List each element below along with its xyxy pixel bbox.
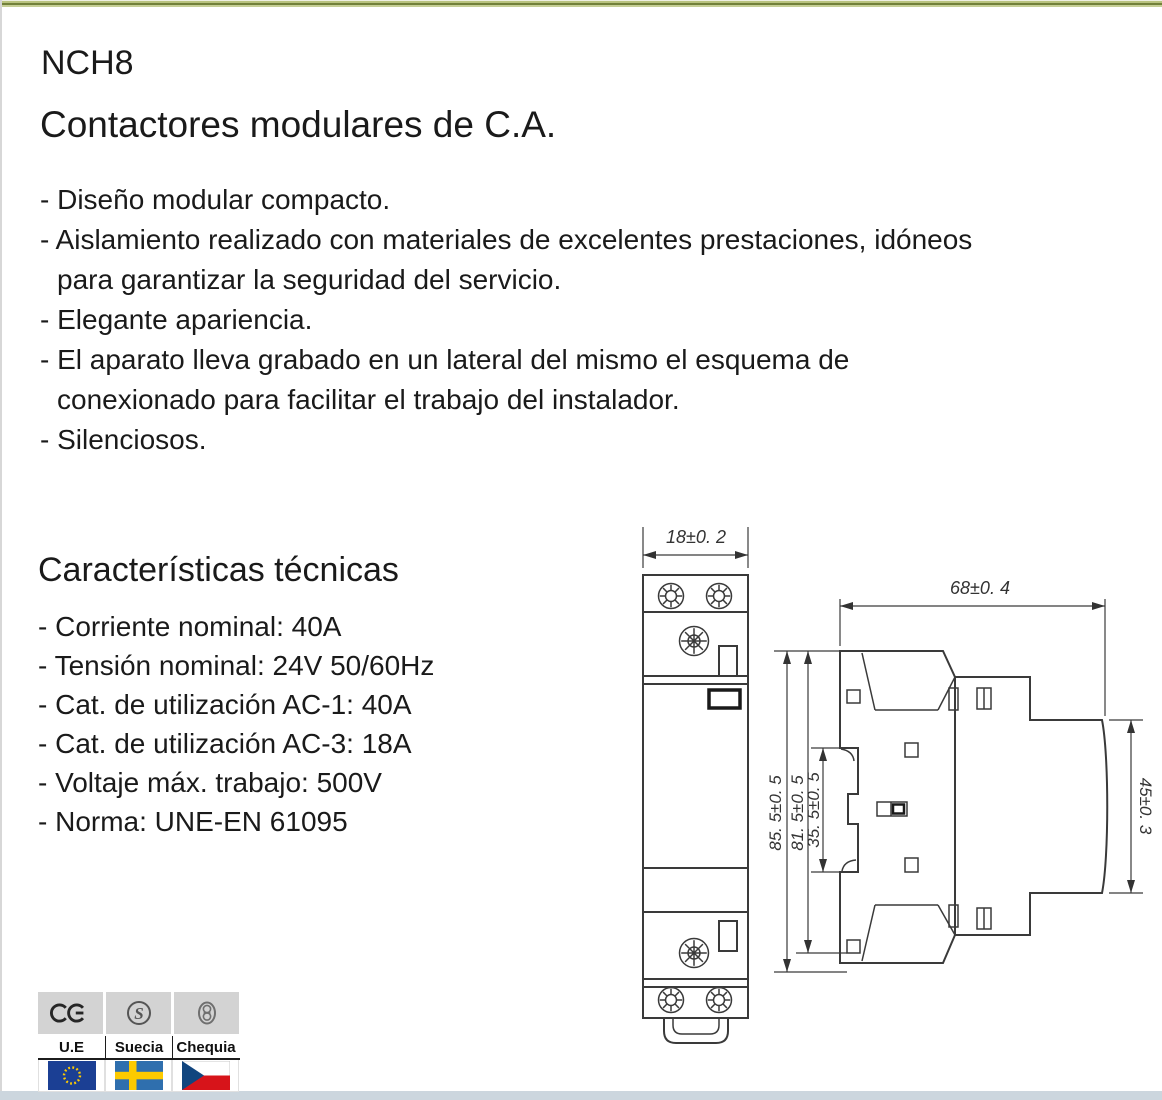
feature-item: - Diseño modular compacto. <box>40 184 391 215</box>
feature-item: - Aislamiento realizado con materiales d… <box>40 224 973 295</box>
dim-label-depth: 45±0. 3 <box>1136 778 1155 835</box>
indicator-slot <box>718 920 738 952</box>
semko-s-mark-icon: S <box>106 992 171 1034</box>
dimension-heights: 85. 5±0. 5 81. 5±0. 5 35. 5±0. 5 <box>766 650 847 973</box>
certification-flags-row <box>38 1060 240 1092</box>
product-model: NCH8 <box>41 44 134 82</box>
spec-item: - Tensión nominal: 24V 50/60Hz <box>38 650 435 681</box>
terminal-screw <box>657 986 685 1014</box>
dimension-front-width: 18±0. 2 <box>642 527 749 568</box>
feature-item: - Elegante apariencia. <box>40 304 313 335</box>
din-clip <box>663 1018 729 1044</box>
spec-item: - Voltaje máx. trabajo: 500V <box>38 767 382 798</box>
certification-table: S U.E Suecia Chequia <box>38 992 240 1092</box>
spec-item: - Cat. de utilización AC-3: 18A <box>38 728 412 759</box>
dim-label-height-body: 81. 5±0. 5 <box>788 775 807 851</box>
left-page-edge <box>0 0 2 1100</box>
terminal-screw <box>678 937 710 969</box>
terminal-screw <box>705 986 733 1014</box>
spec-item: - Corriente nominal: 40A <box>38 611 342 642</box>
region-label: Chequia <box>172 1036 239 1058</box>
region-label: Suecia <box>105 1036 172 1058</box>
spec-list: - Corriente nominal: 40A - Tensión nomin… <box>38 607 434 841</box>
feature-item: - El aparato lleva grabado en un lateral… <box>40 344 850 415</box>
label-window <box>707 688 742 710</box>
side-view <box>839 650 1109 964</box>
ce-mark-icon <box>38 992 103 1034</box>
certification-labels-row: U.E Suecia Chequia <box>38 1036 240 1060</box>
eu-flag <box>38 1060 105 1092</box>
ezu-mark-icon <box>174 992 239 1034</box>
region-label: U.E <box>58 1038 84 1056</box>
svg-text:S: S <box>134 1004 143 1023</box>
terminal-screw <box>705 582 733 610</box>
technical-drawing: 18±0. 2 <box>642 527 1155 1044</box>
terminal-screw <box>657 582 685 610</box>
dimension-depth: 45±0. 3 <box>1109 719 1155 894</box>
spec-item: - Norma: UNE-EN 61095 <box>38 806 348 837</box>
terminal-screw <box>678 625 710 657</box>
front-view <box>642 574 749 1044</box>
feature-item: - Silenciosos. <box>40 424 207 455</box>
dim-label-height-rail: 35. 5±0. 5 <box>804 772 823 848</box>
dim-label-front-width: 18±0. 2 <box>666 527 726 547</box>
dim-label-height-total: 85. 5±0. 5 <box>766 775 785 851</box>
indicator-slot <box>718 645 738 677</box>
czech-flag <box>172 1060 239 1092</box>
bottom-accent-band <box>0 1091 1162 1100</box>
top-accent-band <box>0 0 1162 7</box>
certification-marks-row: S <box>38 992 240 1034</box>
feature-list: - Diseño modular compacto. - Aislamiento… <box>40 180 1132 460</box>
page-title: Contactores modulares de C.A. <box>40 104 557 145</box>
dimension-side-width: 68±0. 4 <box>839 578 1106 716</box>
sweden-flag <box>105 1060 172 1092</box>
spec-item: - Cat. de utilización AC-1: 40A <box>38 689 412 720</box>
dim-label-side-width: 68±0. 4 <box>950 578 1010 598</box>
section-heading-tech: Características técnicas <box>38 551 399 589</box>
